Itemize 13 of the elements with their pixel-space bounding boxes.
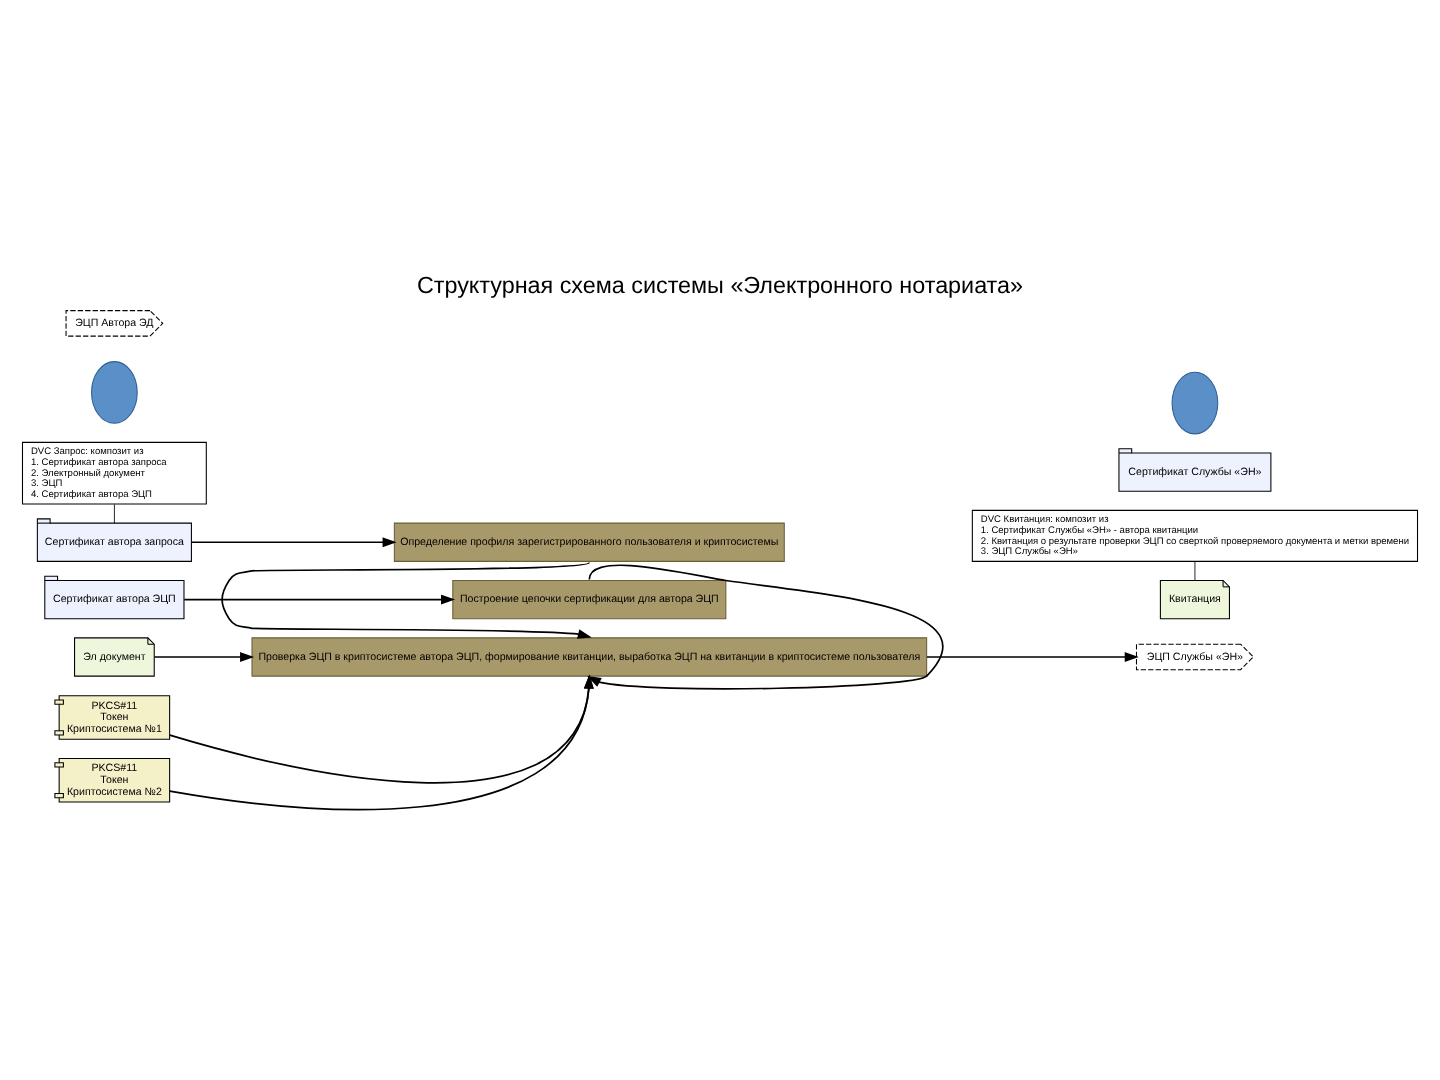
- arrow: [168, 674, 594, 811]
- arrow: [168, 674, 594, 784]
- arrow: [153, 652, 255, 662]
- diagram-title: Структурная схема системы «Электронного нотариата»: [416, 273, 1024, 300]
- arrow: [587, 564, 944, 690]
- node-person: [1171, 371, 1219, 435]
- arrow: [221, 561, 592, 639]
- arrow: [926, 652, 1139, 662]
- connector: [1194, 561, 1196, 581]
- arrow: [191, 537, 397, 548]
- connector: [113, 503, 115, 524]
- arrow: [183, 594, 456, 605]
- node-person: [91, 361, 138, 424]
